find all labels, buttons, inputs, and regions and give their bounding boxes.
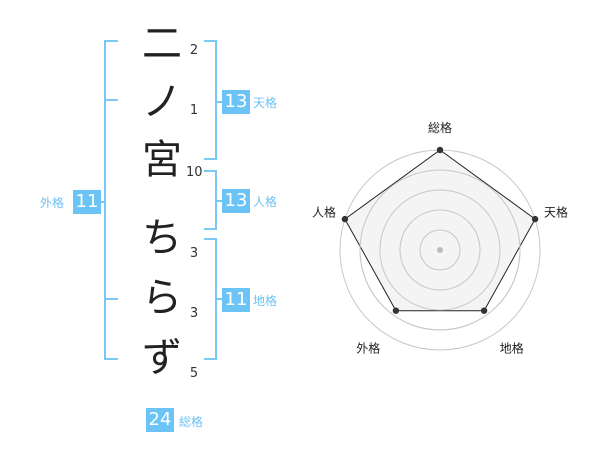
radar-axis-label-2: 天格	[544, 204, 568, 219]
chikaku-bracket-bottom	[204, 358, 216, 360]
radar-point-1	[436, 146, 444, 154]
radar-point-4	[392, 307, 400, 314]
radar-inner-ring-3	[379, 189, 501, 311]
name-char-4: ち	[142, 215, 182, 261]
jinkaku-badge: 13	[222, 189, 250, 213]
outer-bracket-bottom-tick	[104, 358, 118, 360]
tenkaku-bracket-vertical	[215, 40, 217, 160]
tenkaku-bracket-connector	[217, 101, 222, 103]
soukaku-label: 総格	[179, 415, 204, 429]
chikaku-badge: 11	[222, 288, 250, 312]
radar-axis-label-5: 人格	[312, 204, 336, 219]
chikaku-bracket-connector	[217, 298, 222, 300]
radar-axis-label-1: 総格	[428, 120, 452, 135]
soukaku-badge: 24	[146, 408, 174, 432]
name-char-1: 二	[142, 21, 182, 67]
tenkaku-label: 天格	[253, 96, 278, 110]
radar-center-dot	[437, 247, 443, 253]
stroke-count-3: 10	[186, 165, 203, 180]
radar-inner-ring-2	[399, 209, 481, 291]
jinkaku-bracket-top	[204, 170, 216, 172]
jinkaku-bracket-vertical	[215, 170, 217, 230]
radar-axis-label-4: 外格	[356, 341, 380, 356]
radar-axis-label-3: 地格	[500, 341, 524, 356]
name-char-5: ら	[142, 275, 182, 321]
chikaku-bracket-vertical	[215, 238, 217, 360]
stroke-count-6: 5	[189, 366, 199, 381]
outer-bracket-top-tick	[104, 40, 118, 42]
stroke-count-1: 2	[189, 43, 199, 58]
jinkaku-label: 人格	[253, 195, 278, 209]
chikaku-bracket-top	[204, 238, 216, 240]
chikaku-label: 地格	[253, 294, 278, 308]
name-char-2: ノ	[142, 79, 182, 125]
stroke-count-2: 1	[189, 103, 199, 118]
name-char-3: 宮	[142, 137, 182, 183]
radar-point-2	[531, 215, 539, 223]
outer-bracket-vertical	[104, 40, 106, 360]
stroke-count-5: 3	[189, 306, 199, 321]
tenkaku-bracket-bottom	[204, 158, 216, 160]
name-char-6: ず	[142, 335, 182, 381]
tenkaku-badge: 13	[222, 90, 250, 114]
radar-inner-ring-4	[359, 169, 521, 331]
outer-bracket-connector	[98, 201, 104, 203]
jinkaku-bracket-bottom	[204, 228, 216, 230]
tenkaku-bracket-top	[204, 40, 216, 42]
radar-inner-ring-1	[419, 229, 461, 271]
gaikaku-label: 外格	[40, 196, 65, 210]
stroke-count-4: 3	[189, 246, 199, 261]
gaikaku-badge: 11	[73, 190, 101, 214]
radar-point-5	[341, 215, 349, 223]
radar-point-3	[480, 307, 488, 314]
jinkaku-bracket-connector	[217, 200, 222, 202]
outer-bracket-mid-tick-1	[104, 99, 118, 101]
outer-bracket-mid-tick-2	[104, 298, 118, 300]
